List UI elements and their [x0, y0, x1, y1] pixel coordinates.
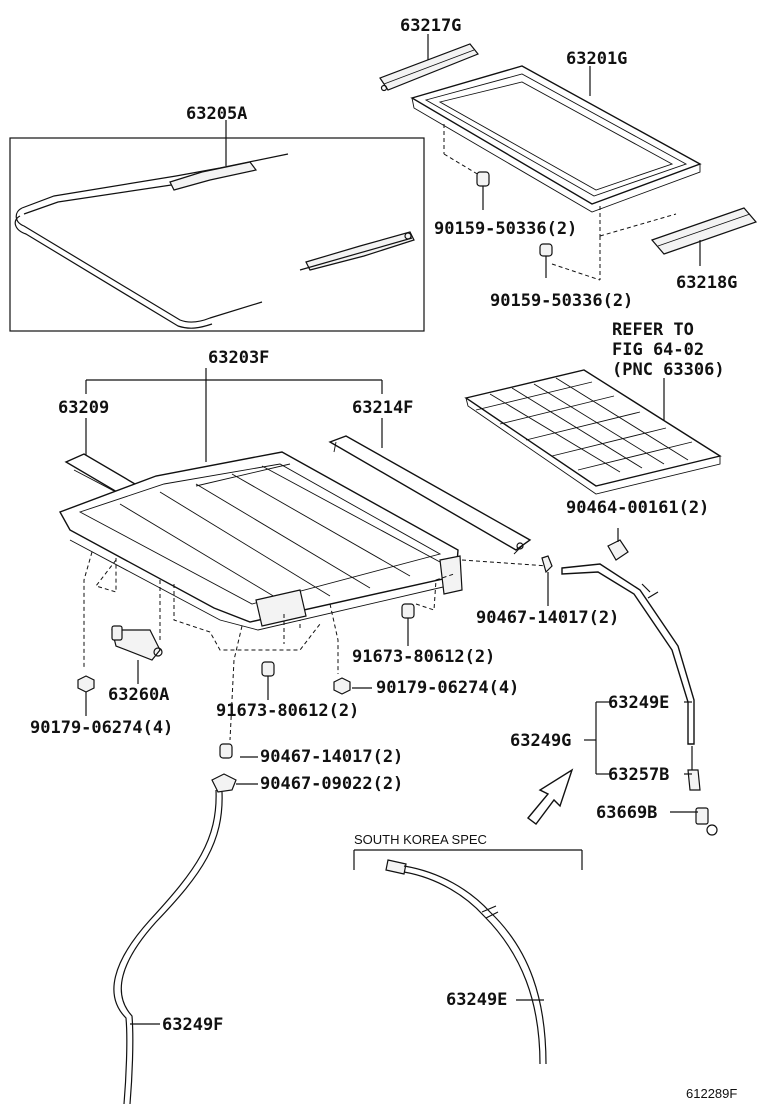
label-90467-left: 90467-14017(2): [260, 747, 403, 767]
label-90467-right: 90467-14017(2): [476, 608, 619, 628]
weatherstrip-63218g[interactable]: [650, 207, 758, 255]
nut-90179-center[interactable]: [333, 677, 351, 695]
nut-90179-left[interactable]: [77, 675, 95, 693]
label-refer-1: REFER TO: [612, 320, 694, 340]
label-63257b: 63257B: [608, 765, 669, 785]
label-63249f: 63249F: [162, 1015, 223, 1035]
label-63218g: 63218G: [676, 273, 737, 293]
clip-90464[interactable]: [607, 528, 629, 561]
label-63205a: 63205A: [186, 104, 247, 124]
weatherstrip-63217g[interactable]: [379, 43, 479, 92]
clip-90467-left[interactable]: [219, 743, 233, 759]
label-63260a: 63260A: [108, 685, 169, 705]
drain-hose-63249e-bottom[interactable]: [385, 859, 547, 1065]
label-90159-lower: 90159-50336(2): [490, 291, 633, 311]
housing-leaders: [83, 551, 549, 741]
label-south-korea-spec: SOUTH KOREA SPEC: [354, 832, 487, 847]
deflector-63214f[interactable]: [328, 435, 532, 555]
motor-63260a[interactable]: [111, 625, 163, 661]
screw-91673-center[interactable]: [261, 661, 275, 700]
label-63669b: 63669B: [596, 803, 657, 823]
label-90467-09022: 90467-09022(2): [260, 774, 403, 794]
screw-91673-right[interactable]: [401, 603, 415, 646]
sunroof-housing-63203f[interactable]: [58, 451, 463, 631]
label-90464: 90464-00161(2): [566, 498, 709, 518]
clip-90467-right[interactable]: [541, 555, 553, 574]
clip-90467-09022[interactable]: [211, 773, 237, 793]
grommet-63669b[interactable]: [695, 807, 718, 836]
drive-cable-box-63205a: [9, 137, 425, 332]
label-91673-center: 91673-80612(2): [216, 701, 359, 721]
label-63249e-top: 63249E: [608, 693, 669, 713]
label-63249e-bottom: 63249E: [446, 990, 507, 1010]
label-90159-upper: 90159-50336(2): [434, 219, 577, 239]
label-63209: 63209: [58, 398, 109, 418]
housing-bracket-63203f: [85, 368, 383, 462]
label-63214f: 63214F: [352, 398, 413, 418]
south-korea-bracket: [353, 849, 583, 870]
label-90179-left: 90179-06274(4): [30, 718, 173, 738]
sunshade-reference[interactable]: [464, 369, 722, 495]
label-91673-right: 91673-80612(2): [352, 647, 495, 667]
figure-number: 612289F: [686, 1086, 737, 1101]
hose-bracket-63249g: [584, 701, 698, 813]
label-63201g: 63201G: [566, 49, 627, 69]
bolt-90159-upper[interactable]: [476, 171, 490, 210]
bolt-90159-lower[interactable]: [539, 243, 553, 278]
label-63217g: 63217G: [400, 16, 461, 36]
label-63203f: 63203F: [208, 348, 269, 368]
drain-hose-63249f[interactable]: [113, 789, 223, 1105]
label-90179-center: 90179-06274(4): [376, 678, 519, 698]
drain-hose-63249e-right[interactable]: [561, 563, 701, 791]
label-63249g: 63249G: [510, 731, 571, 751]
label-refer-2: FIG 64-02: [612, 340, 704, 360]
direction-arrow: [526, 768, 574, 825]
sunroof-glass-63201g[interactable]: [410, 65, 702, 213]
label-refer-3: (PNC 63306): [612, 360, 725, 380]
